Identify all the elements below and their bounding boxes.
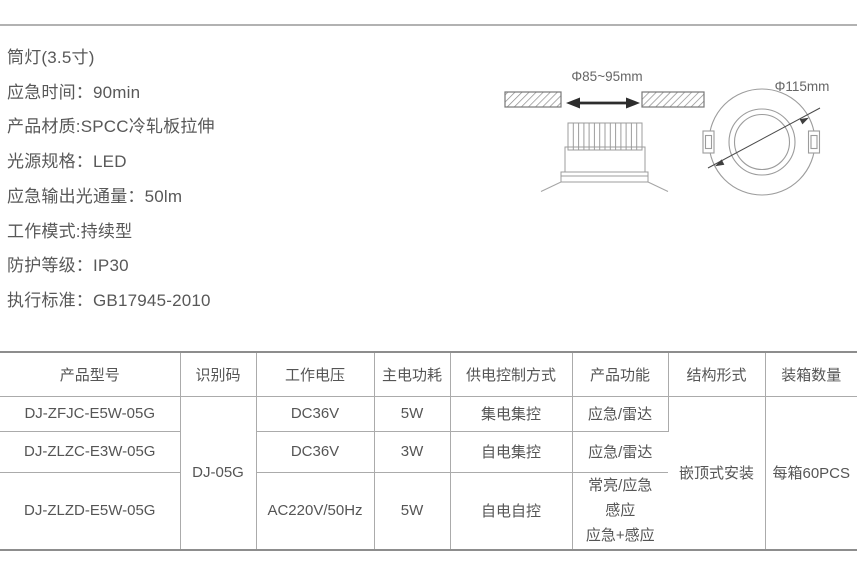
bezel-outer-circle bbox=[728, 108, 796, 176]
cell-power: 5W bbox=[374, 472, 451, 550]
spec-line-standard: 执行标准：GB17945-2010 bbox=[7, 290, 211, 310]
bezel-inner-circle bbox=[733, 113, 791, 171]
cell-function: 应急/雷达 bbox=[572, 431, 668, 473]
cell-voltage: DC36V bbox=[256, 396, 375, 432]
ceiling-hatch-right bbox=[641, 91, 705, 108]
cell-model: DJ-ZLZD-E5W-05G bbox=[0, 472, 181, 550]
diameter-dimension-arrow bbox=[707, 107, 821, 169]
cell-function: 应急/雷达 bbox=[572, 396, 669, 432]
ceiling-hatch-left bbox=[504, 91, 562, 108]
cutout-dimension-arrow bbox=[566, 97, 640, 109]
cell-voltage: DC36V bbox=[256, 431, 375, 473]
col-header-packing: 装箱数量 bbox=[765, 352, 857, 397]
cell-voltage: AC220V/50Hz bbox=[256, 472, 375, 550]
spec-line-work-mode: 工作模式:持续型 bbox=[7, 221, 133, 241]
col-header-control: 供电控制方式 bbox=[450, 352, 573, 397]
cell-packing: 每箱60PCS bbox=[772, 465, 851, 483]
downlight-side-view bbox=[540, 122, 669, 192]
spec-list: 筒灯(3.5寸) 应急时间：90min 产品材质:SPCC冷轧板拉伸 光源规格：… bbox=[7, 41, 215, 319]
cell-control: 自电自控 bbox=[450, 472, 573, 550]
cutout-dimension-label: Φ85~95mm bbox=[571, 69, 642, 84]
mounting-clips bbox=[702, 130, 821, 154]
technical-drawings: Φ85~95mm bbox=[504, 69, 830, 196]
table-row: DJ-ZLZC-E3W-05G DC36V 3W 自电集控 应急/雷达 bbox=[0, 431, 857, 473]
cell-control: 集电集控 bbox=[450, 396, 573, 432]
cell-structure: 嵌顶式安装 bbox=[668, 396, 766, 550]
col-header-model: 产品型号 bbox=[0, 352, 181, 397]
cell-model: DJ-ZLZC-E3W-05G bbox=[0, 431, 181, 473]
spec-line-lumen-output: 应急输出光通量：50lm bbox=[7, 186, 183, 206]
cell-power: 5W bbox=[374, 396, 451, 432]
col-header-function: 产品功能 bbox=[572, 352, 669, 397]
product-spec-table: 产品型号 识别码 工作电压 主电功耗 供电控制方式 产品功能 结构形式 装箱数量… bbox=[0, 351, 857, 551]
col-header-id-code: 识别码 bbox=[180, 352, 257, 397]
col-header-structure: 结构形式 bbox=[668, 352, 766, 397]
outer-diameter-label: Φ115mm bbox=[775, 79, 830, 94]
col-header-power: 主电功耗 bbox=[374, 352, 451, 397]
table-row: DJ-ZLZD-E5W-05G AC220V/50Hz 5W 自电自控 常亮/应… bbox=[0, 472, 857, 550]
cell-control: 自电集控 bbox=[450, 431, 573, 473]
spec-line-light-source: 光源规格：LED bbox=[7, 152, 127, 172]
cell-id-code: DJ-05G bbox=[180, 396, 257, 550]
spec-line-ip-rating: 防护等级：IP30 bbox=[7, 256, 129, 276]
cell-function: 常亮/应急 感应 应急+感应 bbox=[585, 477, 655, 545]
cell-power: 3W bbox=[374, 431, 451, 473]
trim-outer-circle bbox=[708, 88, 816, 196]
spec-line-material: 产品材质:SPCC冷轧板拉伸 bbox=[7, 117, 215, 137]
cell-model: DJ-ZFJC-E5W-05G bbox=[0, 396, 181, 432]
product-title: 筒灯(3.5寸) bbox=[7, 48, 95, 67]
top-divider-rule bbox=[0, 24, 857, 26]
side-view-drawing: Φ85~95mm bbox=[504, 69, 705, 192]
table-header-row: 产品型号 识别码 工作电压 主电功耗 供电控制方式 产品功能 结构形式 装箱数量 bbox=[0, 352, 857, 397]
front-view-drawing: Φ115mm bbox=[702, 79, 830, 196]
col-header-voltage: 工作电压 bbox=[256, 352, 375, 397]
spec-line-emergency-time: 应急时间：90min bbox=[7, 82, 141, 102]
table-row: DJ-ZFJC-E5W-05G DJ-05G DC36V 5W 集电集控 应急/… bbox=[0, 396, 857, 550]
